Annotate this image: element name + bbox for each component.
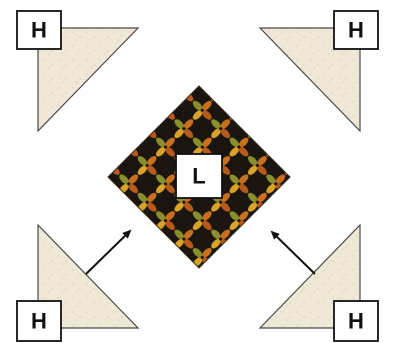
label-bottom-right: H xyxy=(348,309,364,334)
label-center: L xyxy=(192,164,205,189)
label-box-bottom-left: H xyxy=(17,301,61,341)
label-top-right: H xyxy=(348,18,364,43)
label-box-top-right: H xyxy=(334,11,378,49)
label-box-center: L xyxy=(176,154,222,198)
arrow-bottom-right-to-center-icon xyxy=(272,232,315,274)
label-box-bottom-right: H xyxy=(334,301,378,341)
arrow-bottom-left-to-center-icon xyxy=(86,231,130,274)
label-top-left: H xyxy=(31,18,47,43)
label-box-top-left: H xyxy=(17,11,61,49)
label-bottom-left: H xyxy=(31,309,47,334)
